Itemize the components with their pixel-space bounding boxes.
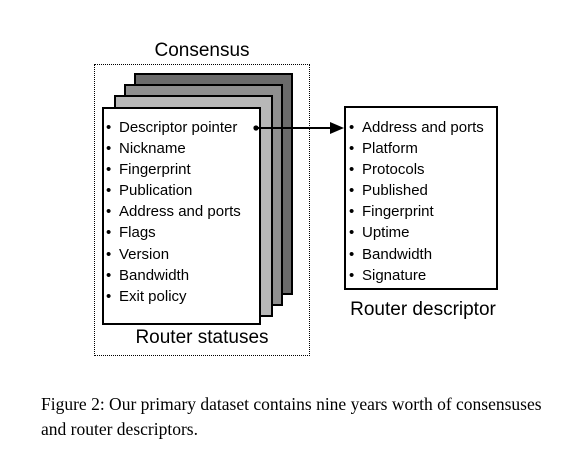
- router-statuses-label: Router statuses: [135, 327, 269, 348]
- field-flags: Flags: [104, 222, 241, 243]
- desc-field-published: Published: [347, 180, 484, 201]
- field-address-and-ports: Address and ports: [104, 201, 241, 222]
- desc-field-signature: Signature: [347, 265, 484, 286]
- router-descriptor-field-list: Address and ports Platform Protocols Pub…: [347, 117, 484, 286]
- desc-field-platform: Platform: [347, 138, 484, 159]
- field-fingerprint: Fingerprint: [104, 159, 241, 180]
- desc-field-address-and-ports: Address and ports: [347, 117, 484, 138]
- figure-caption: Figure 2: Our primary dataset contains n…: [41, 394, 542, 439]
- field-descriptor-pointer: Descriptor pointer: [104, 117, 241, 138]
- desc-field-uptime: Uptime: [347, 222, 484, 243]
- field-bandwidth: Bandwidth: [104, 265, 241, 286]
- arrow-head: [330, 122, 344, 134]
- consensus-title: Consensus: [154, 40, 250, 61]
- desc-field-fingerprint: Fingerprint: [347, 201, 484, 222]
- field-publication: Publication: [104, 180, 241, 201]
- field-nickname: Nickname: [104, 138, 241, 159]
- router-descriptor-label: Router descriptor: [350, 299, 496, 320]
- router-status-field-list: Descriptor pointer Nickname Fingerprint …: [104, 117, 241, 307]
- consensus-frame: [94, 64, 310, 356]
- field-version: Version: [104, 244, 241, 265]
- field-exit-policy: Exit policy: [104, 286, 241, 307]
- desc-field-protocols: Protocols: [347, 159, 484, 180]
- desc-field-bandwidth: Bandwidth: [347, 244, 484, 265]
